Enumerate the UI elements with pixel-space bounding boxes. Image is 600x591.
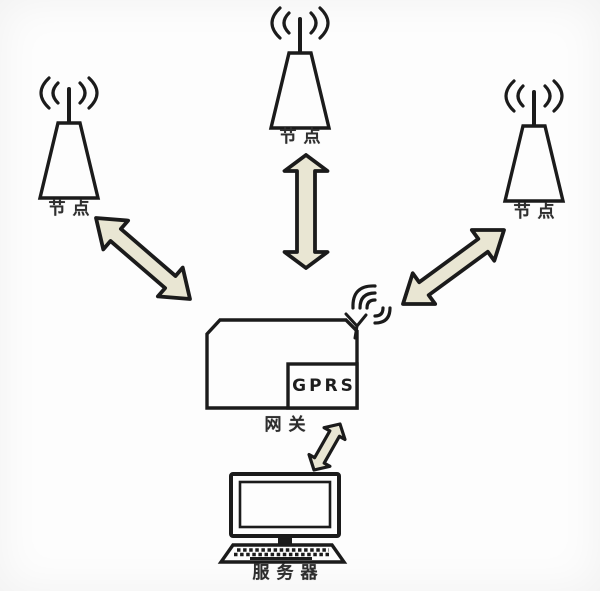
gateway-antenna-icon bbox=[344, 284, 392, 340]
monitor-stand bbox=[278, 536, 292, 545]
server-computer-icon bbox=[217, 472, 348, 564]
arrow-node-left-gateway bbox=[94, 216, 192, 301]
arrow-node-right-gateway bbox=[401, 228, 506, 306]
node-right-label: 节点 bbox=[513, 202, 562, 222]
server-label: 服务器 bbox=[252, 563, 325, 583]
gateway-label: 网关 bbox=[264, 415, 313, 435]
connection-arrows bbox=[94, 153, 506, 472]
node-left-label: 节点 bbox=[48, 199, 97, 219]
gprs-module-box bbox=[286, 362, 359, 410]
sensor-node-top-icon bbox=[269, 6, 331, 130]
arrow-gateway-server bbox=[307, 422, 347, 472]
gateway-box bbox=[205, 284, 392, 410]
arrow-node-top-gateway bbox=[282, 153, 330, 270]
gprs-module-label: GPRS bbox=[292, 376, 356, 396]
sensor-node-left-icon bbox=[38, 76, 100, 200]
node-top-label: 节点 bbox=[279, 127, 328, 147]
sensor-node-right-icon bbox=[503, 79, 565, 203]
